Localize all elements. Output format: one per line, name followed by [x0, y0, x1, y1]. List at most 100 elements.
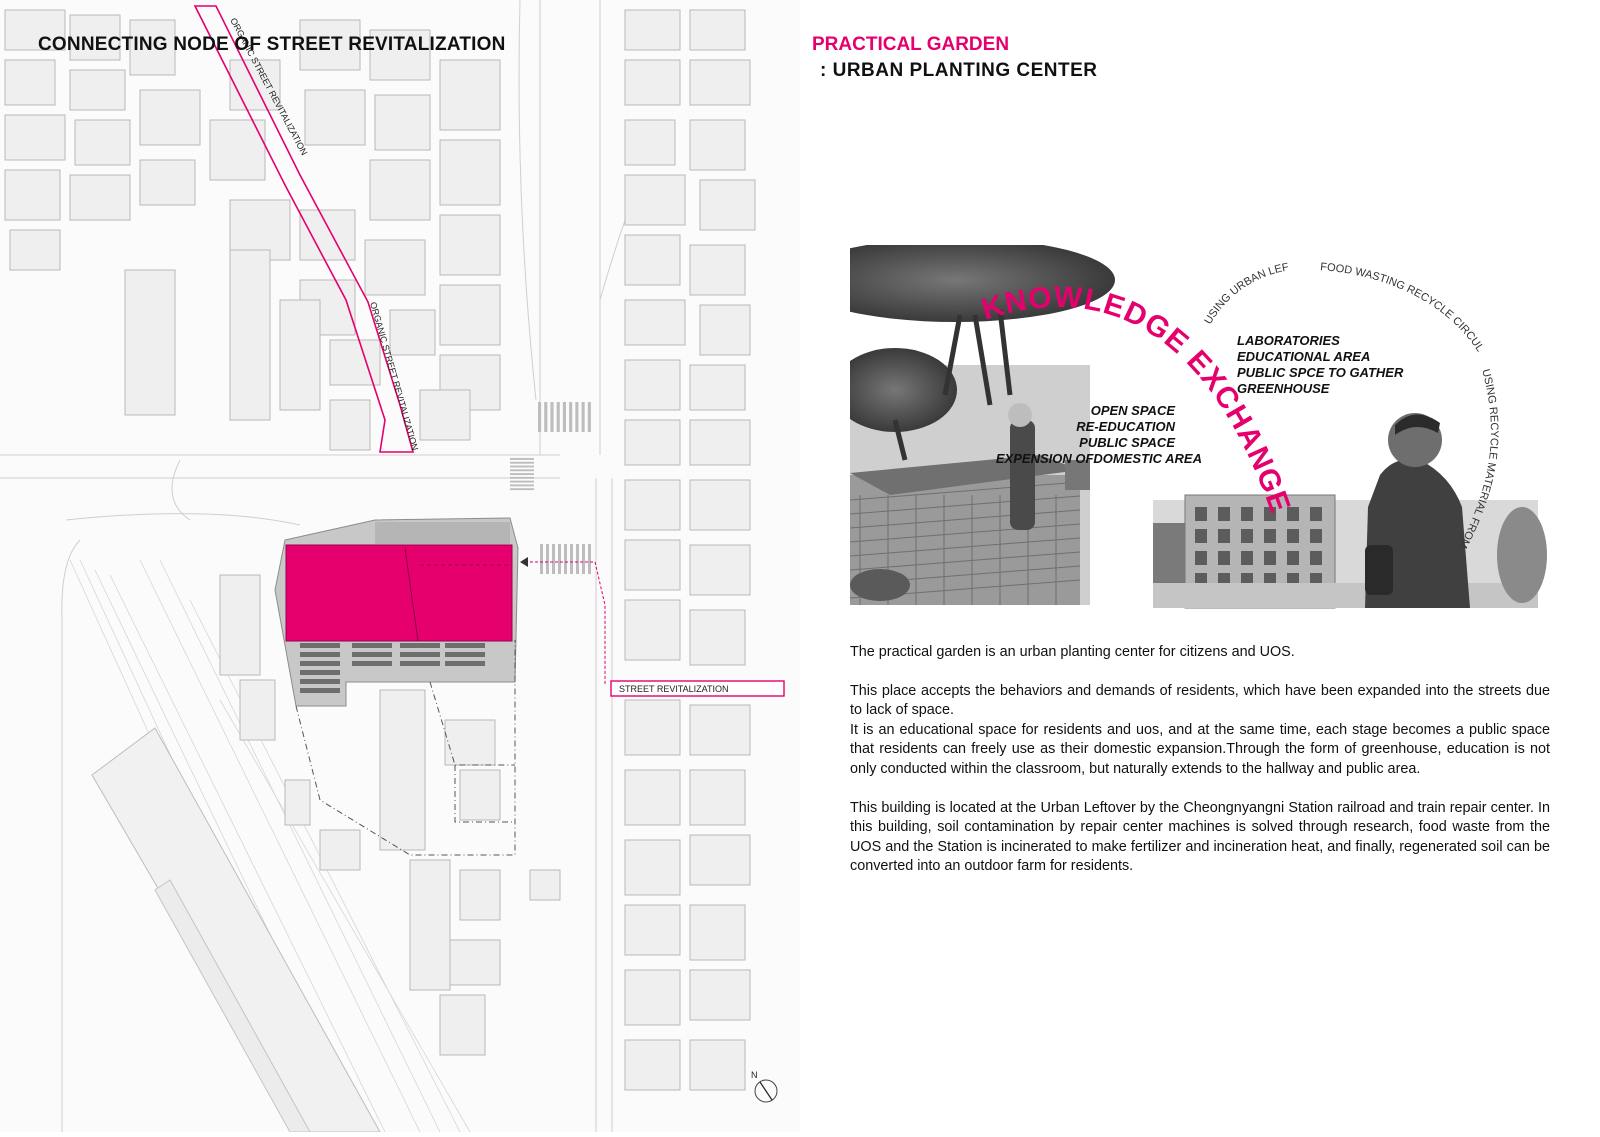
building-block	[4, 169, 61, 221]
collage-drawing: KNOWLEDGE EXCHANGE USING URBAN LEFTOVER …	[795, 236, 1547, 609]
description-paragraph: This place accepts the behaviors and dem…	[850, 682, 1550, 719]
site-plan-map: ORGANIC STREET REVITALIZATION ORGANIC ST…	[0, 0, 800, 1133]
crosswalk-stripe	[581, 402, 585, 432]
window	[1310, 551, 1322, 565]
building-block	[699, 304, 751, 356]
planter	[352, 643, 392, 648]
planter	[445, 661, 485, 666]
crosswalk-stripe	[510, 469, 534, 472]
building-block	[624, 1039, 681, 1091]
planter	[300, 679, 340, 684]
building-block	[139, 159, 196, 206]
building-block	[624, 299, 686, 346]
window	[1264, 529, 1276, 543]
building-block	[4, 59, 56, 106]
window	[1264, 507, 1276, 521]
building-block	[689, 479, 751, 531]
window	[1195, 507, 1207, 521]
building-block	[124, 269, 176, 416]
building-block	[439, 59, 501, 131]
description-paragraph: It is an educational space for residents…	[850, 721, 1550, 777]
crosswalk-stripe	[564, 544, 567, 574]
planter	[352, 661, 392, 666]
building-block	[624, 599, 681, 661]
building-block	[689, 544, 751, 596]
building-block	[74, 119, 131, 166]
building-block	[9, 229, 61, 271]
crosswalk-stripe	[569, 402, 573, 432]
planter-rows	[300, 643, 485, 693]
building-block	[449, 939, 501, 986]
planter	[300, 652, 340, 657]
window	[1287, 551, 1299, 565]
building-block	[689, 834, 751, 886]
planter	[445, 652, 485, 657]
crosswalk-stripe	[544, 402, 548, 432]
left-program-list: OPEN SPACE RE-EDUCATION PUBLIC SPACE EXP…	[996, 403, 1202, 466]
window	[1195, 551, 1207, 565]
building-block	[624, 174, 686, 226]
building-block	[689, 769, 746, 826]
crosswalk-stripe	[510, 465, 534, 468]
north-label: N	[751, 1070, 758, 1080]
building-block	[229, 249, 271, 421]
window	[1264, 551, 1276, 565]
building-block	[364, 239, 426, 296]
building-block	[369, 159, 431, 221]
crosswalk-stripe	[588, 544, 591, 574]
crosswalk-stripe	[538, 402, 542, 432]
building-block	[689, 969, 751, 1021]
building-block	[624, 59, 681, 106]
window	[1195, 529, 1207, 543]
program-item: LABORATORIES	[1237, 333, 1340, 348]
building-block	[419, 389, 471, 441]
crosswalk-stripe	[562, 402, 566, 432]
building-block	[389, 309, 436, 356]
building-block	[689, 9, 746, 51]
crosswalk-stripe	[556, 402, 560, 432]
planter	[400, 652, 440, 657]
crosswalk-stripe	[510, 484, 534, 487]
garden-photo	[795, 238, 1115, 605]
building-block	[319, 829, 361, 871]
building-block	[459, 769, 501, 821]
pedestrian-connection	[525, 561, 606, 684]
building-block	[624, 9, 681, 51]
description-paragraph: The practical garden is an urban plantin…	[850, 644, 1295, 660]
program-item: RE-EDUCATION	[1076, 419, 1175, 434]
north-arrow: N	[751, 1070, 778, 1103]
description-paragraph: This building is located at the Urban Le…	[850, 799, 1550, 875]
building-block	[624, 119, 676, 166]
building-block	[439, 139, 501, 206]
window	[1241, 507, 1253, 521]
site-boundary	[295, 640, 516, 856]
building-block	[624, 904, 681, 956]
crosswalk-stripe	[510, 488, 534, 491]
building-block	[699, 179, 756, 231]
window	[1241, 551, 1253, 565]
planter	[400, 643, 440, 648]
window	[1241, 529, 1253, 543]
crosswalk-stripe	[552, 544, 555, 574]
building-footprints	[4, 9, 756, 1091]
program-item: GREENHOUSE	[1237, 381, 1330, 396]
building-block	[329, 399, 371, 451]
crosswalk-stripe	[550, 402, 554, 432]
window	[1218, 507, 1230, 521]
building-block	[299, 209, 356, 261]
building-block	[689, 704, 751, 756]
window	[1218, 529, 1230, 543]
rooftop-garden-strip	[375, 522, 510, 544]
building-block	[69, 174, 131, 221]
crosswalk-stripe	[510, 476, 534, 479]
window	[1287, 507, 1299, 521]
window	[1287, 529, 1299, 543]
street-revitalization-band	[610, 680, 785, 697]
building-block	[69, 69, 126, 111]
building-block	[369, 29, 431, 81]
campus-photo	[1153, 413, 1547, 609]
planter	[445, 643, 485, 648]
window	[1218, 551, 1230, 565]
program-item: PUBLIC SPACE	[1079, 435, 1175, 450]
crosswalk-stripe	[575, 402, 579, 432]
